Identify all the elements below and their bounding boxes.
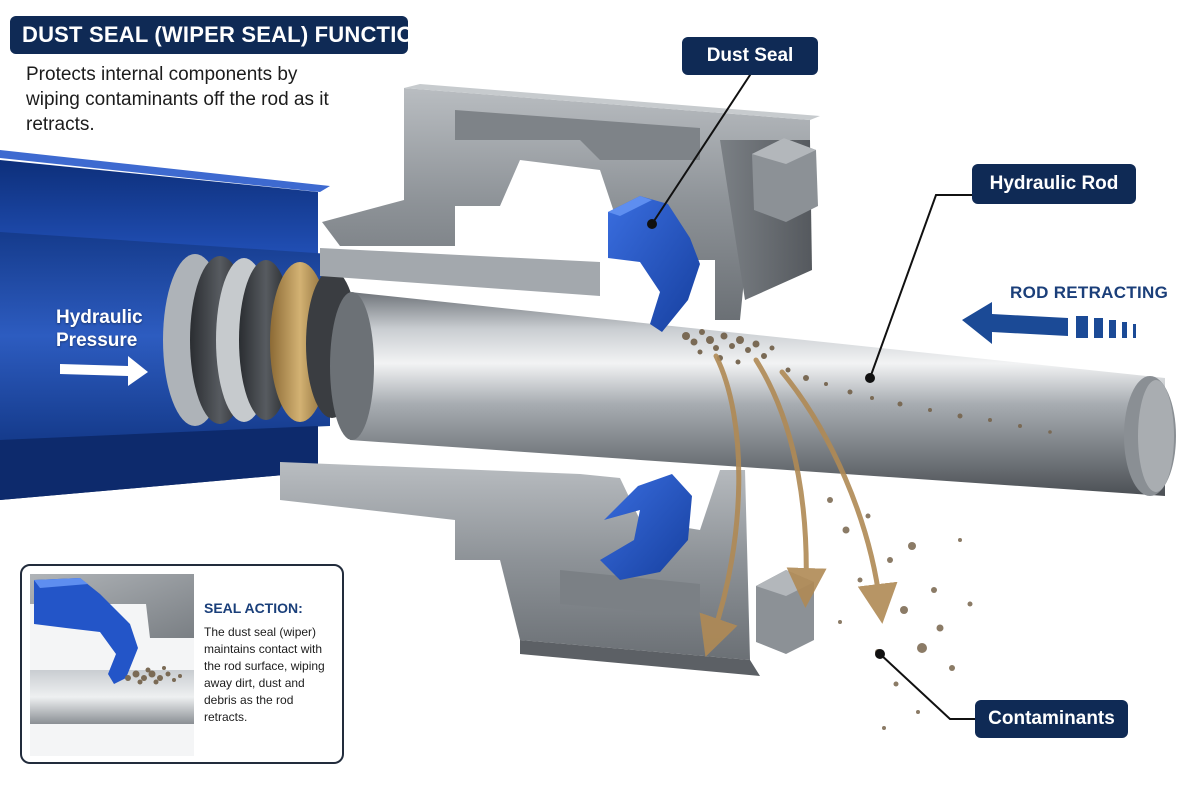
falling-debris	[827, 497, 973, 730]
rod-retracting-label: ROD RETRACTING	[1010, 283, 1169, 302]
hydraulic-pressure-label: Hydraulic Pressure	[56, 306, 143, 352]
bolt-upper	[752, 138, 818, 222]
hydraulic-pressure-line1: Hydraulic	[56, 307, 143, 328]
page-subtitle: Protects internal components by wiping c…	[26, 64, 329, 135]
dust-seal-callout: Dust Seal	[682, 37, 818, 75]
contaminants-callout: Contaminants	[975, 700, 1128, 738]
seal-action-title: SEAL ACTION:	[204, 600, 303, 616]
seal-action-inset: SEAL ACTION: The dust seal (wiper) maint…	[20, 564, 344, 764]
seal-action-text: The dust seal (wiper) maintains contact …	[204, 625, 325, 724]
pressure-arrow-icon	[60, 356, 148, 386]
debris-cluster	[682, 329, 1052, 434]
leader-lines	[647, 71, 975, 720]
rod-retracting-arrow-icon	[962, 302, 1136, 344]
seal-action-closeup	[30, 574, 194, 756]
dust-seal-upper	[608, 196, 700, 332]
hydraulic-rod-callout: Hydraulic Rod	[972, 164, 1136, 204]
gland-housing-upper	[320, 84, 820, 320]
contaminant-flow-arrows	[699, 353, 898, 657]
hydraulic-pressure-line2: Pressure	[56, 330, 138, 351]
piston	[163, 254, 358, 426]
dust-seal-lower	[600, 474, 692, 580]
hydraulic-rod	[330, 292, 1176, 496]
page-title: DUST SEAL (WIPER SEAL) FUNCTION	[10, 16, 430, 54]
